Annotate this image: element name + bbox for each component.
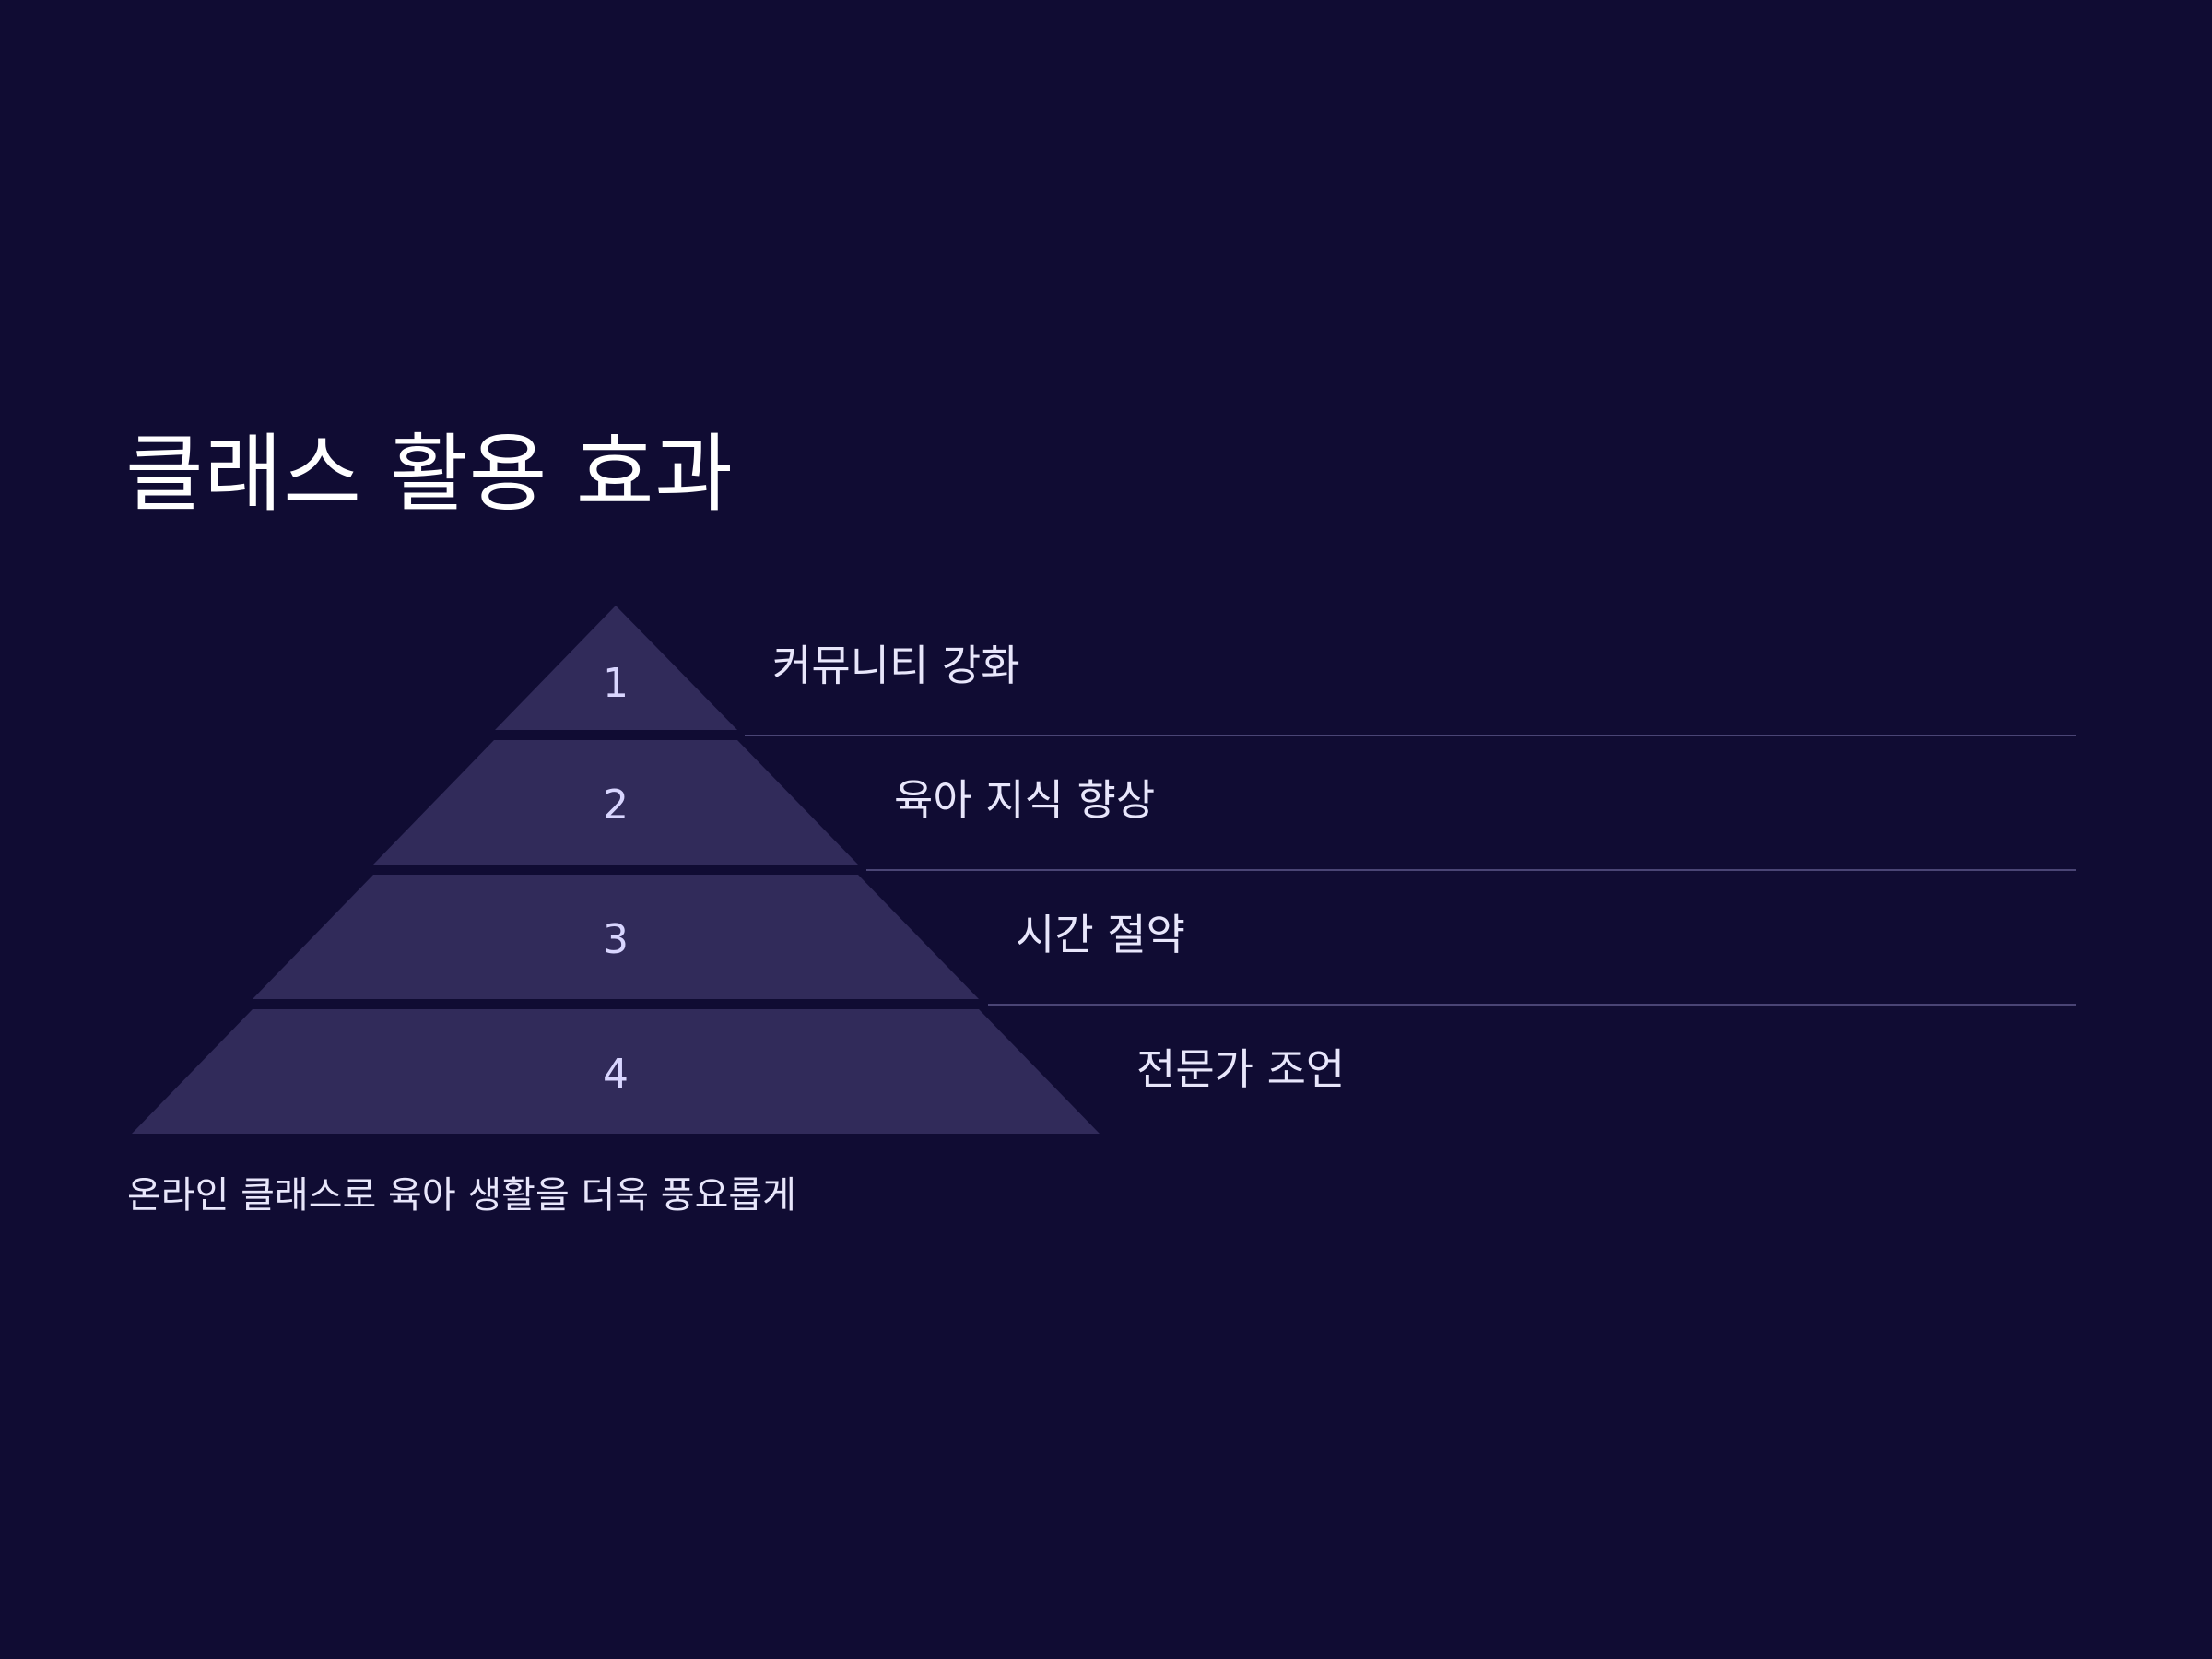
tier-label-1: 커뮤니티 강화 (772, 641, 1020, 690)
pyramid-tier-3 (253, 875, 979, 999)
pyramid-tier-1 (495, 606, 737, 730)
tier-number-2: 2 (603, 782, 629, 829)
tier-number-1: 1 (603, 660, 629, 707)
slide-title: 클래스 활용 효과 (125, 425, 734, 524)
pyramid-tier-4 (132, 1009, 1100, 1134)
tier-label-3: 시간 절약 (1016, 910, 1185, 959)
slide-subtitle: 온라인 클래스로 육아 생활을 더욱 풍요롭게 (127, 1174, 796, 1217)
tier-number-4: 4 (603, 1051, 629, 1098)
tier-number-3: 3 (603, 916, 629, 963)
pyramid-tier-2 (373, 740, 858, 865)
tier-label-2: 육아 지식 향상 (894, 775, 1156, 825)
tier-label-4: 전문가 조언 (1136, 1044, 1346, 1094)
